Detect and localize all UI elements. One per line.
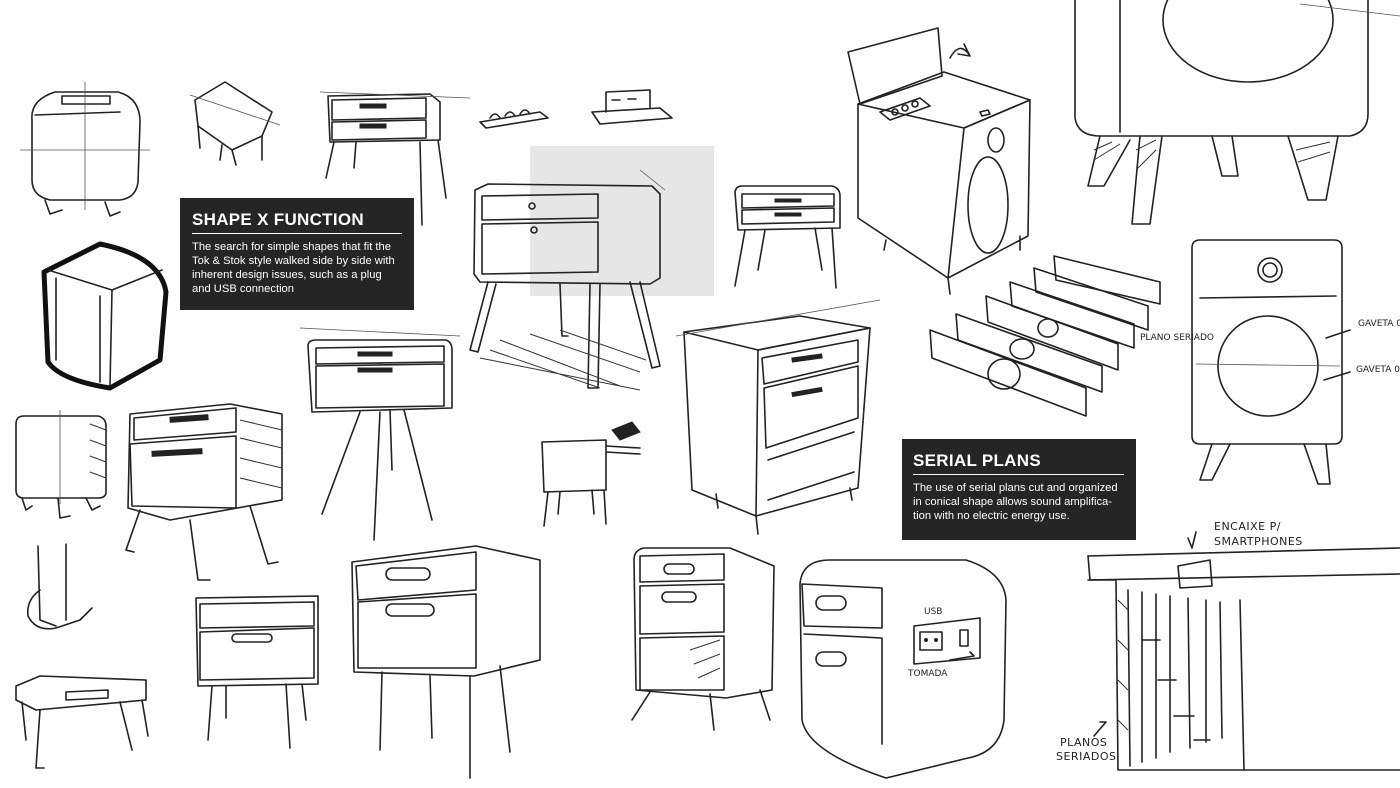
label-planos-line1: PLANOS: [1060, 736, 1107, 749]
sketch-cross-section: ENCAIXE P/ SMARTPHONES PLANOS SERIADOS: [1056, 520, 1400, 771]
sketch-bold-cube: [41, 241, 169, 391]
sketch-small-stool: [541, 421, 641, 527]
sketch-cabinet-perspective: [675, 299, 881, 535]
caption-serial-plans-body: The use of serial plans cut and organize…: [913, 482, 1118, 522]
caption-shape-function-body: The search for simple shapes that fit th…: [192, 241, 395, 295]
sketch-large-nightstand: [351, 545, 541, 779]
sketch-nightstand-small: [734, 185, 841, 289]
sketch-three-compartment: [631, 547, 775, 731]
caption-serial-plans-title: SERIAL PLANS: [913, 451, 1124, 475]
sketch-speaker-cabinet-open: [847, 27, 1031, 295]
sketch-bench: [15, 675, 149, 769]
sketch-rounded-cube: [20, 82, 150, 217]
label-tomada: TOMADA: [907, 669, 948, 679]
sketch-cable-detail: [26, 543, 93, 630]
sketch-open-shelf-nightstand: [195, 595, 319, 749]
label-gaveta-01: GAVETA 01: [1358, 319, 1400, 329]
sketch-side-cube: [15, 410, 107, 519]
sketch-detail-handles: [479, 89, 673, 129]
sketch-wedge-stool: [189, 81, 281, 166]
sketch-large-speaker: [1074, 0, 1400, 225]
sketch-nightstand-2drawer: [319, 91, 471, 226]
label-encaixe-line2: SMARTPHONES: [1214, 535, 1303, 548]
label-encaixe-line1: ENCAIXE P/: [1214, 520, 1281, 533]
caption-shape-function: SHAPE X FUNCTION The search for simple s…: [180, 198, 414, 310]
caption-shape-function-title: SHAPE X FUNCTION: [192, 210, 402, 234]
label-planos-line2: SERIADOS: [1056, 750, 1116, 763]
label-plano-seriado: PLANO SERIADO: [1140, 333, 1214, 343]
sketch-chevron-nightstand: [125, 403, 283, 581]
sketch-speaker-front: GAVETA 01 GAVETA 02: [1191, 239, 1400, 485]
caption-serial-plans: SERIAL PLANS The use of serial plans cut…: [902, 439, 1136, 540]
sketch-usb-cabinet: USB TOMADA: [799, 559, 1007, 779]
label-usb: USB: [924, 607, 942, 617]
sketch-tripod-nightstand: [299, 327, 461, 541]
sketch-serial-plans: PLANO SERIADO: [929, 255, 1214, 417]
sketch-main-nightstand: [469, 146, 714, 391]
label-gaveta-02: GAVETA 02: [1356, 365, 1400, 375]
